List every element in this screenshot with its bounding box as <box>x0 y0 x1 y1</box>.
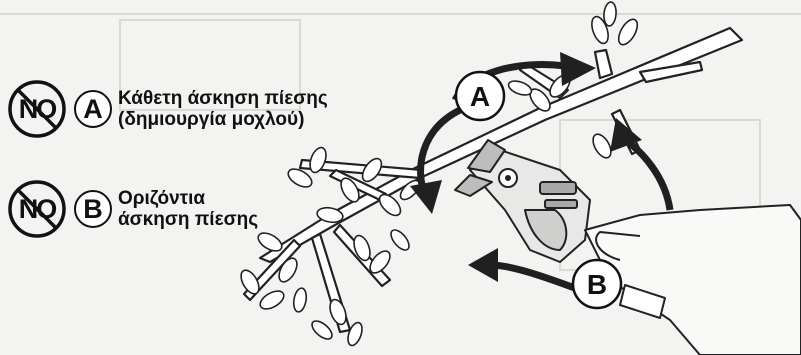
legend-text-b: Οριζόντια άσκηση πίεσης <box>118 188 258 230</box>
letter-badge-b: B <box>74 190 112 228</box>
svg-text:A: A <box>470 81 490 112</box>
legend-a-line2: (δημιουργία μοχλού) <box>118 109 328 130</box>
legend-a-line1: Κάθετη άσκηση πίεσης <box>118 88 328 109</box>
no-label: NO <box>6 178 68 240</box>
pruning-shears <box>455 140 590 262</box>
callout-b: B <box>573 260 621 308</box>
no-label: NO <box>6 78 68 140</box>
legend-item-a: NO A Κάθετη άσκηση πίεσης (δημιουργία μο… <box>6 78 328 140</box>
prohibited-icon: NO <box>6 178 68 240</box>
legend-text-a: Κάθετη άσκηση πίεσης (δημιουργία μοχλού) <box>118 88 328 130</box>
svg-text:B: B <box>587 269 607 300</box>
letter-badge-a: A <box>74 90 112 128</box>
legend-b-line2: άσκηση πίεσης <box>118 209 258 230</box>
prohibited-icon: NO <box>6 78 68 140</box>
legend-b-line1: Οριζόντια <box>118 188 258 209</box>
legend-item-b: NO B Οριζόντια άσκηση πίεσης <box>6 178 258 240</box>
callout-a: A <box>456 72 504 120</box>
